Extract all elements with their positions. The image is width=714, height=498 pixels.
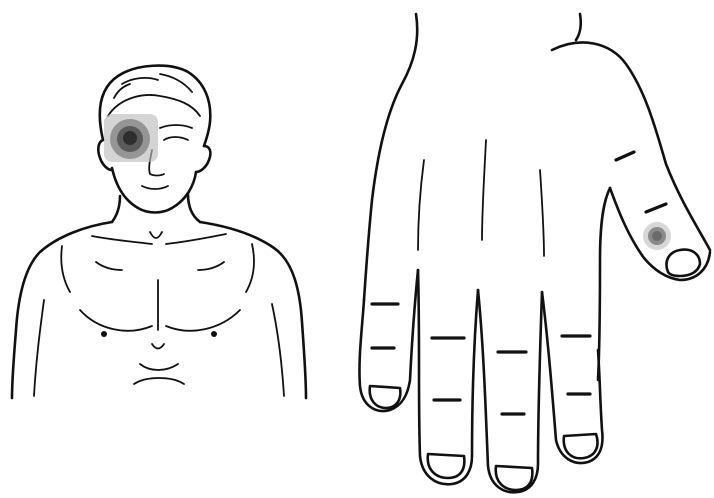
finger-marker-icon	[643, 222, 671, 250]
torso-figure	[12, 66, 306, 398]
right-nipple	[211, 331, 217, 337]
thumb-outline	[552, 42, 710, 250]
abdomen-lines	[134, 364, 184, 384]
sternum-notch	[150, 232, 162, 238]
chest-midline	[152, 280, 164, 349]
left-eye	[164, 137, 188, 140]
thumb-crease-2	[646, 204, 666, 212]
ring-nail	[496, 466, 533, 490]
mouth	[142, 186, 168, 189]
middle-nail	[428, 454, 465, 478]
tendon-2	[482, 140, 486, 240]
little-finger	[542, 292, 602, 463]
ring-finger	[478, 290, 542, 492]
eye-marker-core	[123, 131, 137, 145]
thumb-crease-1	[616, 152, 634, 160]
index-finger	[359, 270, 418, 411]
upper-chest-lines	[96, 262, 224, 270]
left-inner-arm	[34, 300, 44, 396]
little-nail	[564, 434, 598, 458]
wrist-left-edge	[364, 14, 417, 300]
eye-marker-icon	[104, 114, 158, 162]
tendon-3	[540, 170, 544, 256]
right-deltoid	[246, 244, 254, 292]
left-deltoid	[61, 246, 70, 292]
thumb-nail	[667, 250, 701, 276]
left-pectoral	[80, 310, 152, 331]
left-ear	[196, 146, 210, 172]
right-pectoral	[166, 310, 240, 331]
thumb-web	[598, 188, 610, 380]
neck-left	[112, 196, 120, 222]
tendon-1	[418, 160, 424, 250]
neck-right	[188, 194, 200, 222]
hair-line	[108, 95, 200, 116]
hand-figure	[359, 14, 710, 492]
left-eye-brow	[160, 125, 192, 128]
index-nail	[370, 386, 401, 408]
wrist-right-edge	[576, 14, 581, 40]
finger-marker-core	[652, 231, 662, 241]
left-nipple	[101, 331, 107, 337]
middle-finger	[418, 270, 478, 484]
right-inner-arm	[272, 304, 284, 396]
